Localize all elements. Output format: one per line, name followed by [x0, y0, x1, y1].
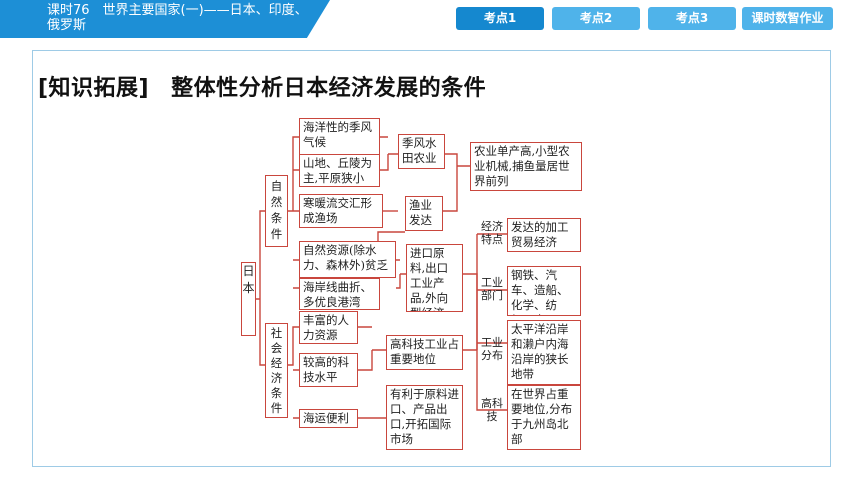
section-title: 整体性分析日本经济发展的条件: [171, 76, 487, 101]
label-industry-dept: 工业部门: [481, 276, 503, 302]
node-marine-climate: 海洋性的季风气候: [299, 118, 380, 155]
label-industry-dist: 工业分布: [481, 336, 503, 362]
node-terrain: 山地、丘陵为主,平原狭小: [299, 154, 380, 187]
node-resources: 自然资源(除水力、森林外)贫乏: [299, 241, 396, 278]
label-hightech: 高科技: [481, 397, 503, 423]
label-econ-features: 经济特点: [481, 220, 503, 246]
node-agri-result: 农业单产高,小型农业机械,捕鱼量居世界前列: [470, 142, 582, 191]
section-heading: [知识拓展] 整体性分析日本经济发展的条件: [38, 70, 486, 102]
section-tag: [知识拓展]: [38, 76, 150, 101]
tab-kaodian-1[interactable]: 考点1: [456, 7, 544, 30]
node-root-japan: 日本: [241, 262, 256, 336]
node-dist-result: 太平洋沿岸和濑户内海沿岸的狭长地带: [507, 320, 581, 385]
node-technology: 较高的科技水平: [299, 353, 358, 387]
node-current: 寒暖流交汇形成渔场: [299, 194, 383, 228]
node-fishery: 渔业发达: [405, 196, 443, 231]
lesson-title-line1: 课时76 世界主要国家(一)——日本、印度、: [47, 3, 308, 18]
node-labor: 丰富的人力资源: [299, 311, 358, 344]
node-hightech: 高科技工业占重要地位: [386, 335, 463, 370]
node-social-conditions: 社会经济条件: [265, 323, 288, 418]
tab-kaodian-2[interactable]: 考点2: [552, 7, 640, 30]
top-bar: 课时76 世界主要国家(一)——日本、印度、 俄罗斯 考点1 考点2 考点3 课…: [0, 0, 860, 40]
node-dept-result: 钢铁、汽车、造船、化学、纺织、电子: [507, 266, 581, 316]
node-paddy-agriculture: 季风水田农业: [398, 134, 445, 169]
tab-homework[interactable]: 课时数智作业: [742, 7, 833, 30]
lesson-title-line2: 俄罗斯: [47, 18, 87, 33]
tab-kaodian-3[interactable]: 考点3: [648, 7, 736, 30]
lesson-title-tag: 课时76 世界主要国家(一)——日本、印度、 俄罗斯: [0, 0, 330, 38]
node-shipping: 海运便利: [299, 409, 358, 428]
node-market: 有利于原料进口、产品出口,开拓国际市场: [386, 385, 463, 450]
node-export-economy: 进口原料,出口工业产品,外向型经济: [406, 244, 463, 312]
node-natural-conditions: 自然条件: [265, 175, 288, 247]
node-coastline: 海岸线曲折、多优良港湾: [299, 278, 380, 310]
node-hightech-result: 在世界占重要地位,分布于九州岛北部: [507, 385, 581, 450]
node-econ-result: 发达的加工贸易经济: [507, 218, 581, 252]
